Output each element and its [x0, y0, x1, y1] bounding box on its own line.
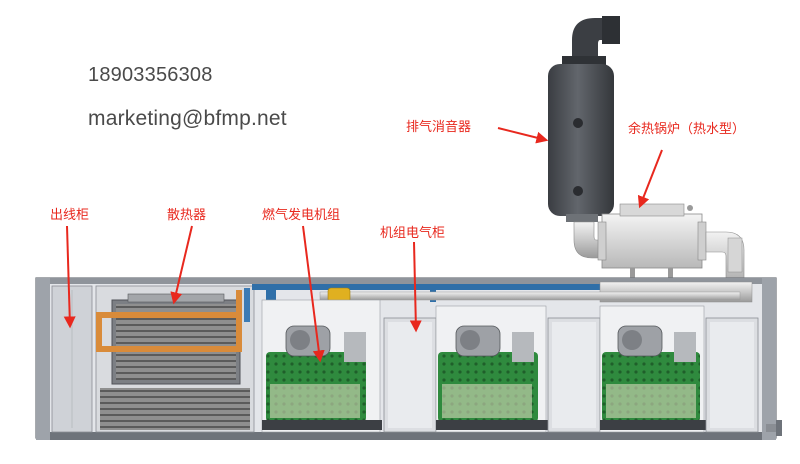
genset-unit-1 [261, 299, 382, 433]
genset-electrical-cabinet-2 [547, 317, 601, 433]
contact-email: marketing@bfmp.net [88, 107, 287, 130]
annotation-arrows [63, 127, 663, 363]
label-gas-genset: 燃气发电机组 [262, 208, 341, 223]
label-waste-heat-boiler: 余热锅炉（热水型） [628, 122, 746, 137]
exhaust-silencer [548, 16, 620, 222]
pipe-run [252, 281, 753, 303]
label-radiator: 散热器 [167, 208, 207, 223]
drain-fitting [766, 420, 782, 436]
genset-electrical-cabinet-3 [705, 317, 759, 433]
radiator [95, 285, 255, 433]
label-exhaust-silencer: 排气消音器 [406, 120, 472, 135]
label-outlet-cabinet: 出线柜 [50, 208, 90, 223]
outlet-cabinet [51, 285, 93, 433]
genset-unit-3 [599, 305, 706, 433]
contact-phone: 18903356308 [88, 64, 213, 86]
genset-unit-2 [435, 305, 548, 433]
label-genset-electrical-cabinet: 机组电气柜 [380, 226, 446, 241]
genset-electrical-cabinet-1 [383, 317, 437, 433]
